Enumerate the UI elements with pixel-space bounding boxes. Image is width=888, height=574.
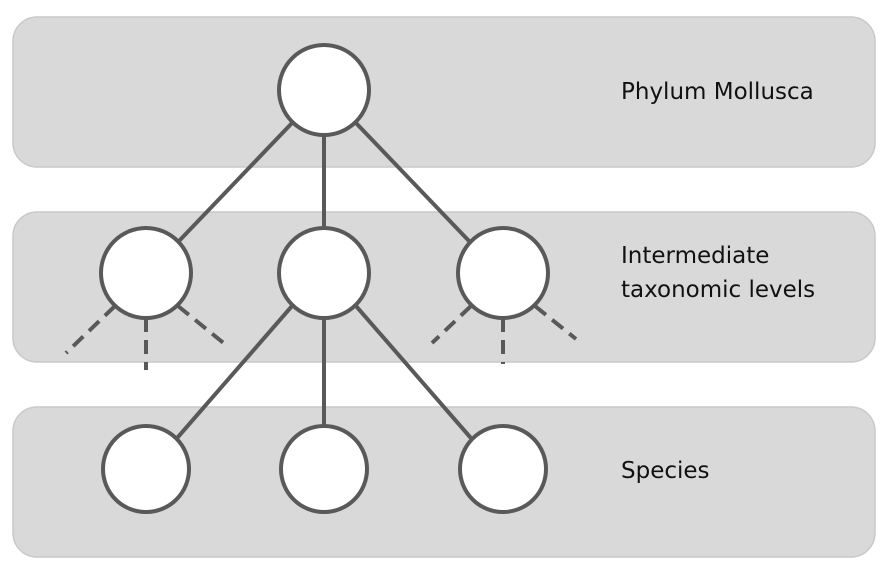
level-label-intermediate-line-2: taxonomic levels [621,277,815,303]
level-label-species: Species [621,458,710,484]
node-intermediate-right [456,226,550,320]
dashed-edge-left-3 [176,304,228,347]
level-label-intermediate-line-1: Intermediate [621,243,769,269]
edge-root-to-right [354,121,471,243]
edge-root-to-left [177,121,294,243]
node-species-left [101,424,191,514]
edge-center-to-species-right [354,304,472,439]
node-intermediate-left [99,226,193,320]
level-label-phylum: Phylum Mollusca [621,79,814,105]
level-band-intermediate [12,211,876,363]
level-band-phylum [12,16,876,168]
dashed-edge-left-1 [64,304,117,355]
edge-center-to-species-left [176,304,294,439]
node-species-center [279,424,369,514]
node-phylum [277,43,371,137]
node-intermediate-center [277,226,371,320]
node-species-right [458,424,548,514]
dashed-edge-right-1 [430,304,473,345]
dashed-edge-right-3 [533,304,578,341]
